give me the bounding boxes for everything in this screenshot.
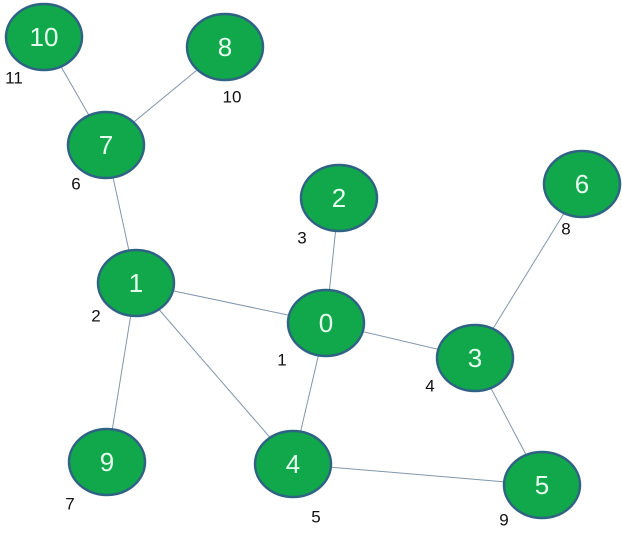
node-8: 8 10 — [185, 12, 265, 107]
node-5: 59 — [499, 450, 582, 530]
node-weight: 1 — [277, 351, 286, 370]
node-weight: 4 — [425, 377, 434, 396]
node-circle — [96, 248, 176, 318]
node-circle — [286, 288, 366, 358]
node-3: 34 — [425, 323, 515, 396]
node-0: 01 — [277, 288, 366, 370]
node-label: 4 — [286, 449, 300, 479]
node-circle — [435, 323, 515, 393]
node-label: 10 — [30, 22, 59, 52]
node-6: 68 — [542, 149, 622, 239]
edge-4-5 — [292, 463, 543, 486]
node-label: 1 — [129, 268, 143, 298]
node-weight: 7 — [65, 495, 74, 514]
node-weight: 3 — [297, 229, 306, 248]
node-circle — [4, 2, 84, 72]
node-circle — [185, 12, 265, 82]
node-circle — [542, 149, 622, 219]
node-circle — [502, 450, 582, 520]
node-circle — [66, 110, 146, 180]
node-weight: 6 — [71, 175, 80, 194]
node-7: 76 — [66, 110, 146, 194]
node-circle — [67, 427, 147, 497]
node-weight: 11 — [5, 69, 23, 88]
node-weight: 2 — [91, 307, 100, 326]
node-2: 23 — [297, 163, 379, 248]
node-label: 5 — [535, 470, 549, 500]
node-weight: 8 — [561, 220, 570, 239]
node-weight: 9 — [499, 511, 508, 530]
edge-1-4 — [135, 282, 294, 465]
node-circle — [299, 163, 379, 233]
node-9: 97 — [65, 427, 147, 514]
node-weight: 5 — [311, 508, 320, 527]
node-label: 0 — [319, 308, 333, 338]
node-label: 3 — [468, 343, 482, 373]
node-label: 2 — [332, 183, 346, 213]
node-circle — [253, 429, 333, 499]
node-label: 6 — [575, 169, 589, 199]
node-label: 9 — [100, 447, 114, 477]
node-label: 7 — [99, 130, 113, 160]
node-weight: 10 — [223, 88, 242, 107]
node-4: 45 — [253, 429, 333, 527]
node-10: 10 11 — [4, 2, 84, 88]
node-1: 12 — [91, 248, 176, 326]
node-label: 8 — [218, 32, 232, 62]
